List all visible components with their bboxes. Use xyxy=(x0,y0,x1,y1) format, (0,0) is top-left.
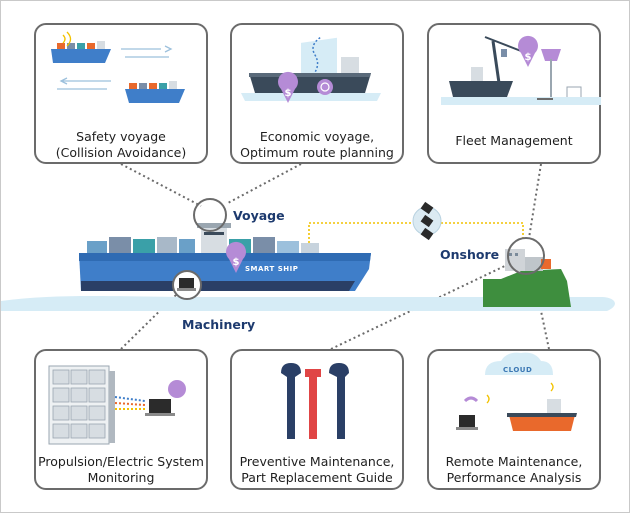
connector-preventive xyxy=(330,262,512,350)
wrench-tools-illustration xyxy=(281,363,349,439)
smart-ship-label: SMART SHIP xyxy=(245,265,299,273)
satellite-icon xyxy=(412,201,442,241)
laptop-icon xyxy=(179,278,194,288)
connector-safety xyxy=(120,163,202,207)
svg-text:$: $ xyxy=(233,257,240,268)
card-fleet-management-label: Fleet Management xyxy=(429,133,599,149)
onshore-port xyxy=(483,249,571,307)
fleet-management-illustration: $ xyxy=(441,35,601,105)
card-propulsion: Propulsion/Electric System Monitoring xyxy=(34,349,208,490)
card-remote: Remote Maintenance, Performance Analysis xyxy=(427,349,601,490)
svg-text:$: $ xyxy=(525,52,532,63)
card-economic-voyage-label: Economic voyage, Optimum route planning xyxy=(232,129,402,161)
card-propulsion-label: Propulsion/Electric System Monitoring xyxy=(36,454,206,486)
connector-fleet xyxy=(528,163,542,239)
card-preventive: Preventive Maintenance, Part Replacement… xyxy=(230,349,404,490)
propulsion-line2: Monitoring xyxy=(87,470,155,485)
svg-text:$: $ xyxy=(285,88,292,99)
route-planning-illustration: $ xyxy=(241,36,381,103)
voyage-label: Voyage xyxy=(233,208,285,223)
remote-line2: Performance Analysis xyxy=(446,470,582,485)
remote-line1: Remote Maintenance, xyxy=(445,454,583,469)
dollar-pin-icon: $ xyxy=(225,241,246,273)
water-band xyxy=(1,296,615,311)
collision-avoidance-illustration xyxy=(51,31,185,103)
card-fleet-management: Fleet Management xyxy=(427,23,601,164)
economic-voyage-line2: Optimum route planning xyxy=(240,145,394,160)
card-safety-voyage-label: Safety voyage (Collision Avoidance) xyxy=(36,129,206,161)
card-remote-label: Remote Maintenance, Performance Analysis xyxy=(429,454,599,486)
propulsion-line1: Propulsion/Electric System xyxy=(38,454,204,469)
connector-economic xyxy=(225,163,302,205)
safety-voyage-line1: Safety voyage xyxy=(76,129,166,144)
preventive-line2: Part Replacement Guide xyxy=(241,470,393,485)
safety-voyage-line2: (Collision Avoidance) xyxy=(55,145,187,160)
remote-maintenance-illustration xyxy=(456,352,577,431)
onshore-label: Onshore xyxy=(440,247,500,262)
fleet-management-line1: Fleet Management xyxy=(455,133,573,148)
preventive-line1: Preventive Maintenance, xyxy=(239,454,395,469)
machinery-label: Machinery xyxy=(182,317,256,332)
card-preventive-label: Preventive Maintenance, Part Replacement… xyxy=(232,454,402,486)
cloud-label: CLOUD xyxy=(503,366,533,374)
economic-voyage-line1: Economic voyage, xyxy=(259,129,375,144)
smart-ship xyxy=(79,223,371,291)
network-link xyxy=(308,222,524,247)
voyage-hub-circle xyxy=(193,198,227,232)
onshore-hub-circle xyxy=(507,237,545,275)
propulsion-illustration xyxy=(48,365,186,445)
card-economic-voyage: Economic voyage, Optimum route planning xyxy=(230,23,404,164)
card-safety-voyage: Safety voyage (Collision Avoidance) xyxy=(34,23,208,164)
